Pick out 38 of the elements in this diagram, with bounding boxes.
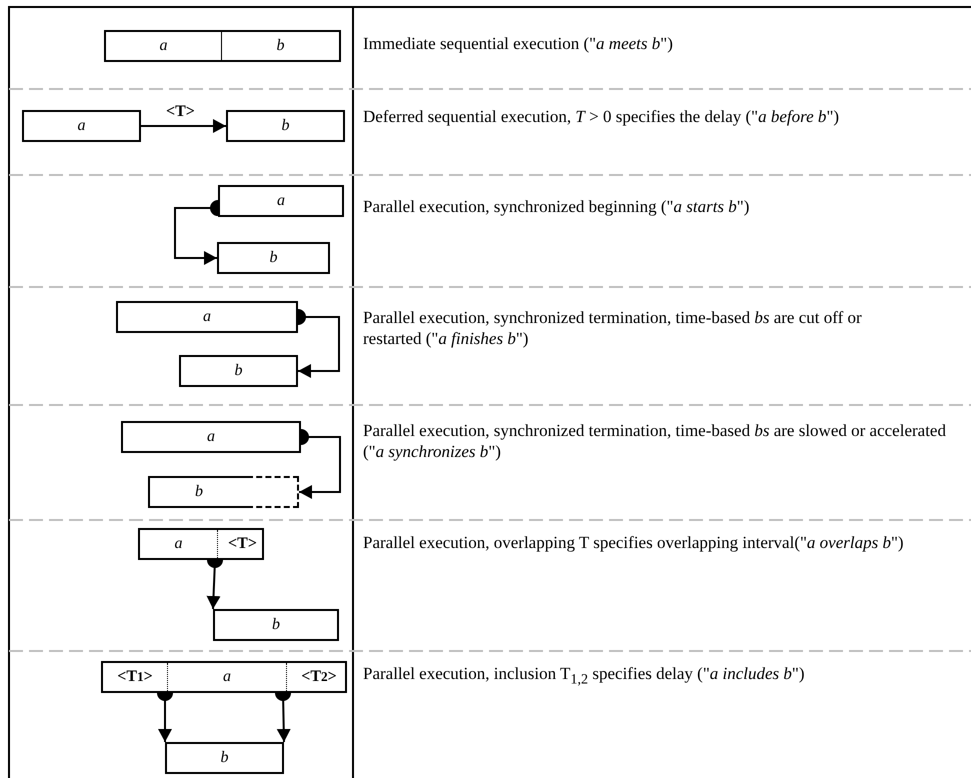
interval-name: b (234, 362, 242, 380)
interval-box (22, 110, 141, 142)
interval-box (217, 242, 330, 274)
interval-name: b (220, 749, 228, 767)
delay-label: <T> (217, 530, 267, 558)
relation-description: Deferred sequential execution, T > 0 specifies the delay ("a before b") (363, 106, 840, 127)
interval-name: a (160, 37, 168, 55)
interval-box (116, 301, 298, 333)
interval-box (138, 528, 264, 560)
interval-box (148, 476, 248, 508)
interval-box (101, 661, 347, 693)
interval-box (165, 742, 284, 774)
interval-box (213, 609, 339, 641)
relation-description: Parallel execution, synchronized termination, time-based bs are cut off or restarted ("a finishes b") (363, 307, 863, 349)
relation-description: Immediate sequential execution ("a meets b") (363, 33, 674, 54)
relation-description: Parallel execution, synchronized termination, time-based bs are slowed or accelerated ("a synchronizes b") (363, 420, 947, 462)
interval-name: a (174, 534, 184, 554)
interval-name: b (270, 249, 278, 267)
interval-box (121, 421, 301, 453)
interval-name: a (277, 192, 285, 210)
interval-box (218, 185, 344, 217)
dashed-extension-box (247, 476, 299, 508)
interval-box (104, 30, 223, 62)
interval-box (226, 110, 345, 142)
interval-name: a (78, 117, 86, 135)
interval-name: b (276, 37, 284, 55)
interval-name: a (167, 663, 286, 691)
interval-name: b (195, 483, 203, 501)
relation-description: Parallel execution, overlapping T specifies overlapping interval("a overlaps b") (363, 532, 905, 553)
interval-box (222, 30, 341, 62)
relation-description: Parallel execution, inclusion T$_{1,2}$ specifies delay ("a includes b") (363, 663, 806, 690)
arrow (141, 119, 226, 133)
interval-name: b (272, 616, 280, 634)
relation-description: Parallel execution, synchronized beginning ("a starts b") (363, 196, 750, 217)
interval-name: a (203, 308, 211, 326)
interval-name: a (207, 428, 215, 446)
interval-name: b (282, 117, 290, 135)
interval-box (179, 355, 298, 387)
